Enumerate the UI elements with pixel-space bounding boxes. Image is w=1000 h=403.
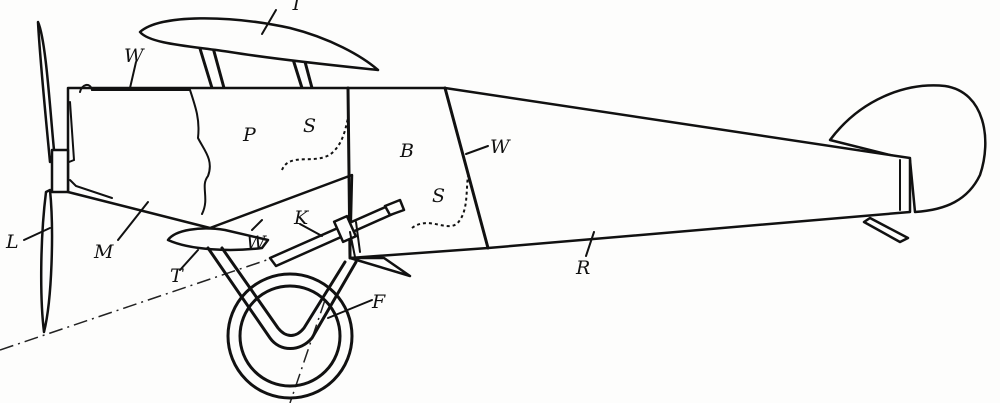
label-compartment-p: P bbox=[242, 124, 257, 146]
landing-gear bbox=[206, 246, 358, 400]
label-propeller: L bbox=[5, 231, 19, 253]
under-fairing bbox=[348, 256, 412, 278]
label-engine: M bbox=[93, 241, 114, 263]
seam-upper bbox=[281, 117, 349, 171]
label-upper-wing: T bbox=[290, 0, 304, 15]
leader-lines bbox=[23, 9, 595, 319]
label-wire-lower: W bbox=[246, 232, 267, 254]
label-fuselage-rear: R bbox=[575, 257, 590, 279]
label-seam-lower: S bbox=[432, 185, 445, 207]
label-compartment-b: B bbox=[399, 140, 414, 162]
wheel-axis-line bbox=[289, 299, 326, 403]
label-wire-rear-bay: W bbox=[490, 136, 511, 158]
rudder bbox=[828, 84, 987, 214]
label-wire-top: W bbox=[124, 45, 145, 67]
upper-wing bbox=[138, 17, 380, 90]
machine-gun bbox=[268, 198, 406, 268]
tail-skid bbox=[862, 216, 910, 244]
label-seam-upper: S bbox=[303, 115, 316, 137]
fuselage bbox=[66, 86, 912, 260]
label-lower-wing: T bbox=[170, 265, 184, 287]
label-landing-gear: F bbox=[371, 291, 386, 313]
label-gun: K bbox=[293, 207, 310, 229]
engine-cutaway bbox=[79, 84, 211, 215]
propeller bbox=[36, 20, 70, 334]
lower-wing bbox=[166, 227, 270, 252]
